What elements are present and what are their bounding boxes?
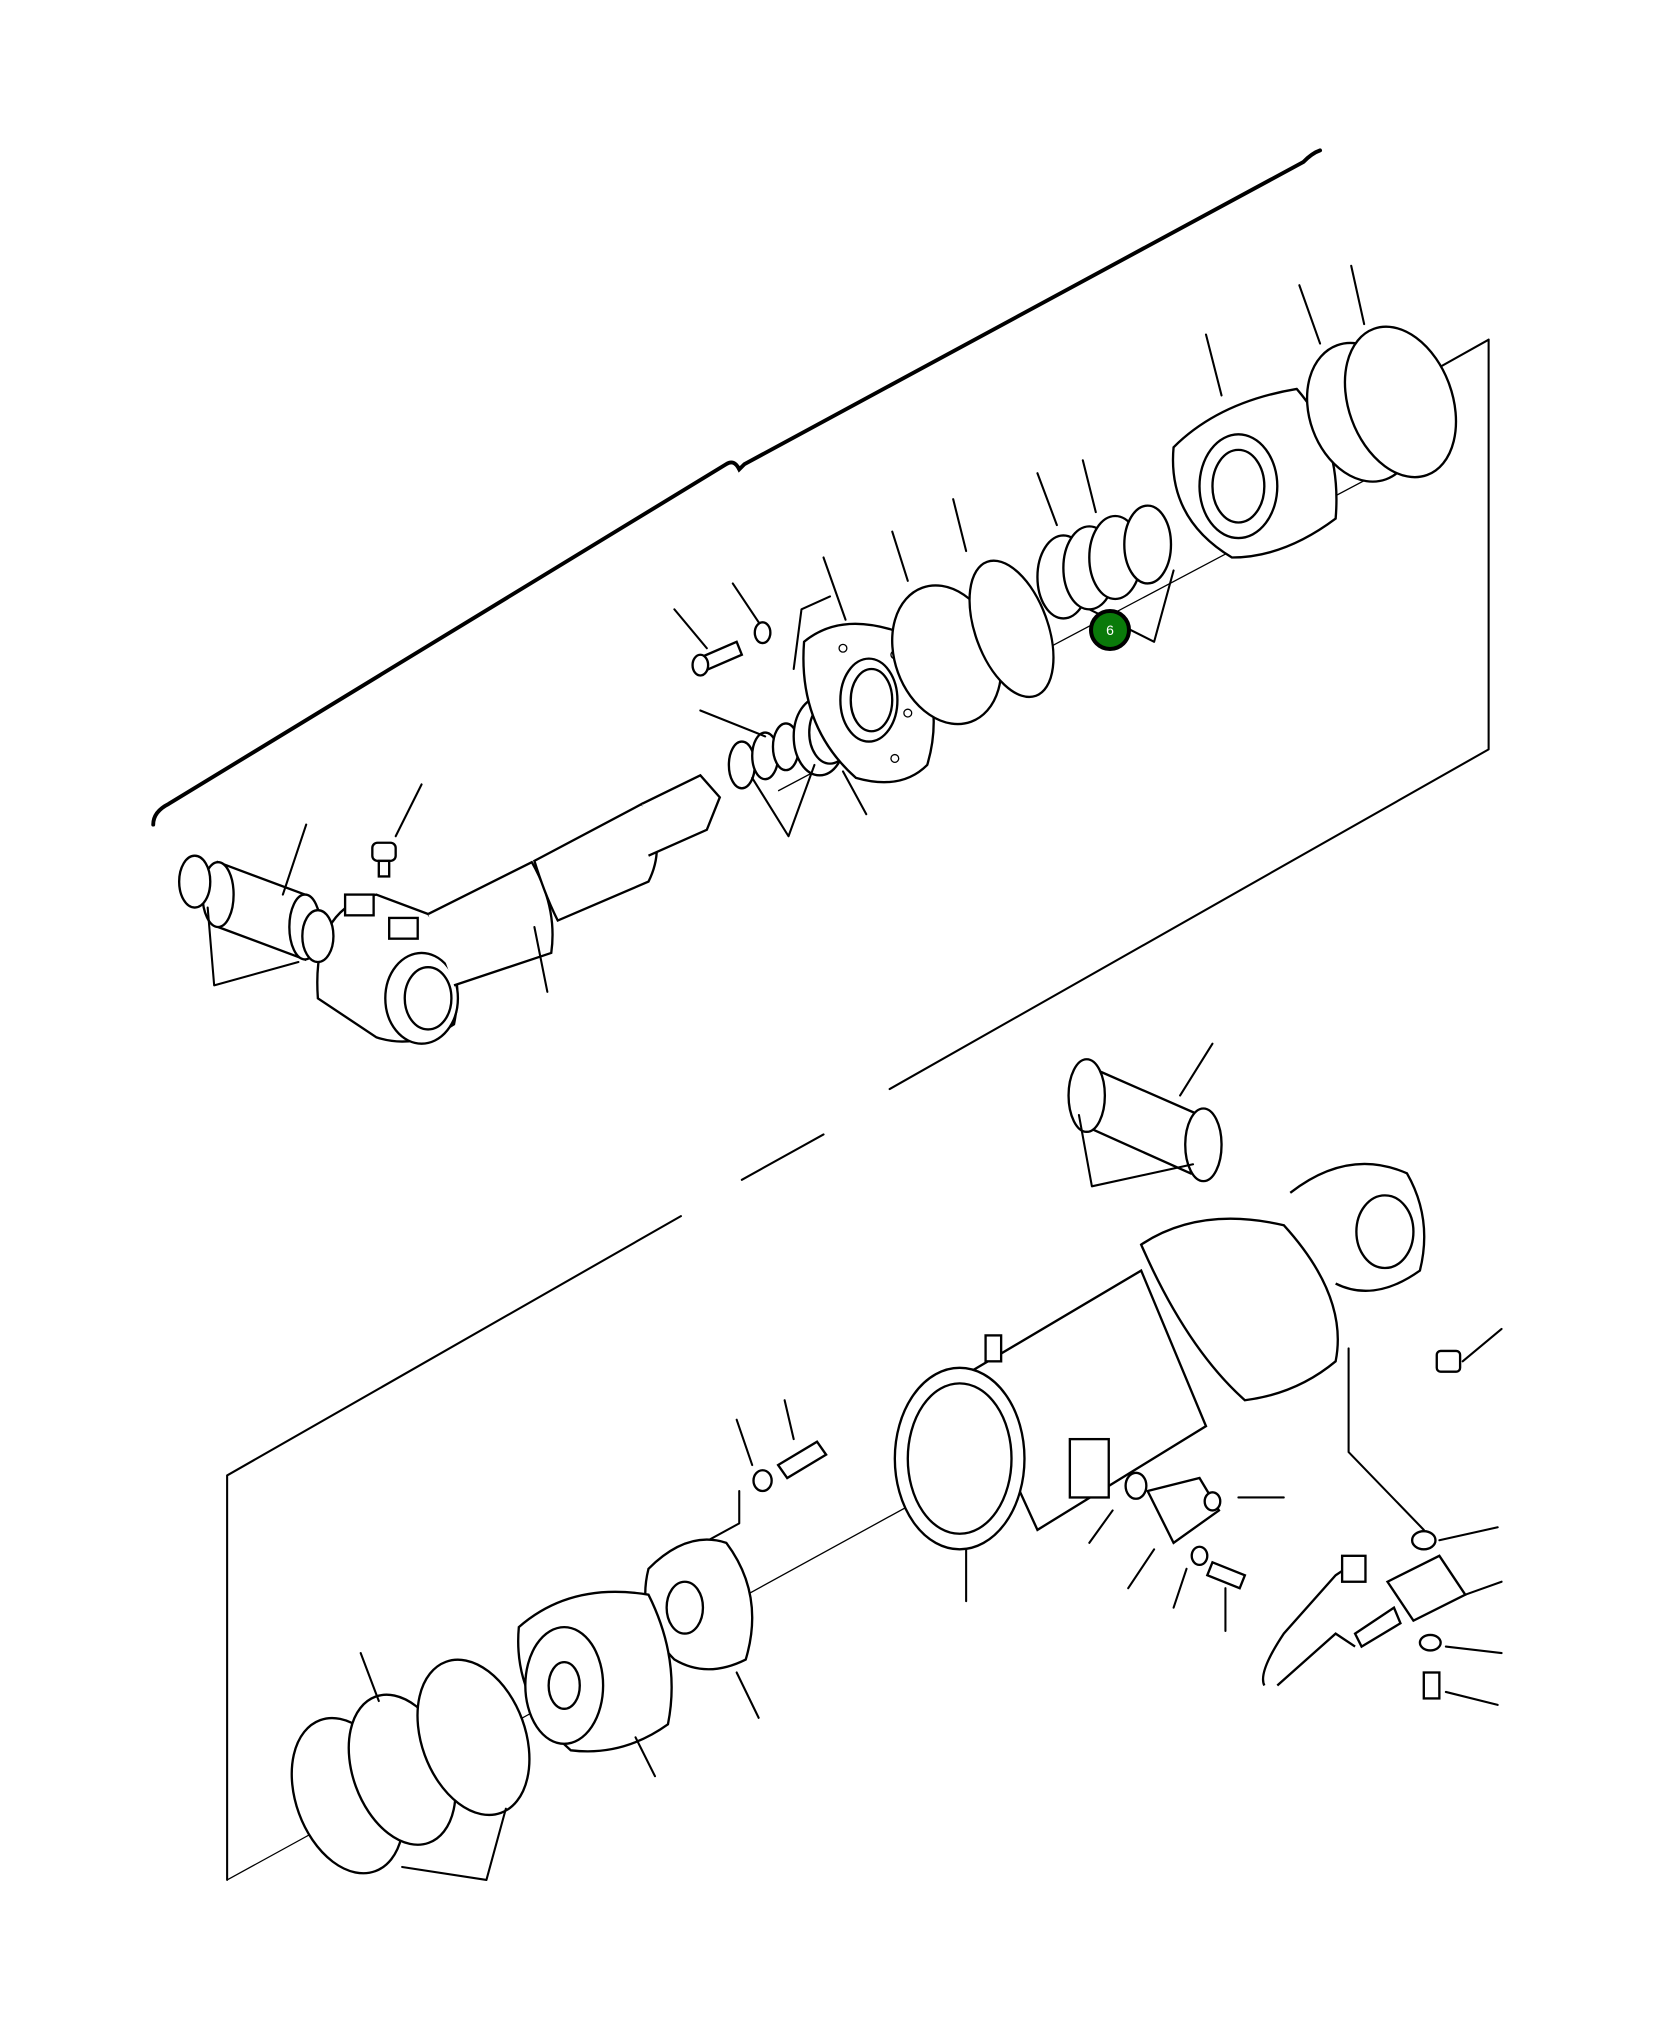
tube-bushing [1067, 1042, 1223, 1188]
upper-group-brace [151, 148, 1323, 827]
piston-seal-rings [1036, 459, 1175, 643]
lower-frame-gap-line [740, 1133, 825, 1181]
piston-nut [644, 1538, 760, 1719]
nut-bolt [666, 1399, 828, 1564]
lower-wear-rings [290, 1652, 531, 1881]
lower-piston [517, 1590, 673, 1778]
callout-label: 6 [1106, 622, 1114, 638]
piston [1171, 333, 1338, 559]
grease-fitting [371, 783, 423, 878]
callout-badge-6[interactable]: 6 [1089, 609, 1131, 651]
lower-frame-line [226, 1215, 682, 1881]
tube-grease-fitting [984, 1327, 1503, 1373]
leader-line [281, 823, 308, 896]
cylinder-tube [893, 1162, 1426, 1603]
port-flange [1068, 1437, 1285, 1590]
piston-rod [427, 773, 722, 993]
piping [1261, 1347, 1503, 1706]
piston-wear-rings [1298, 264, 1458, 483]
socket-head-bolt [673, 582, 832, 677]
rod-eye-bushing [177, 854, 335, 964]
port-bolt [1172, 1545, 1247, 1633]
head-o-rings [891, 498, 1055, 726]
upper-frame-line [888, 338, 1490, 1091]
bushing-leader-bracket [206, 906, 300, 987]
